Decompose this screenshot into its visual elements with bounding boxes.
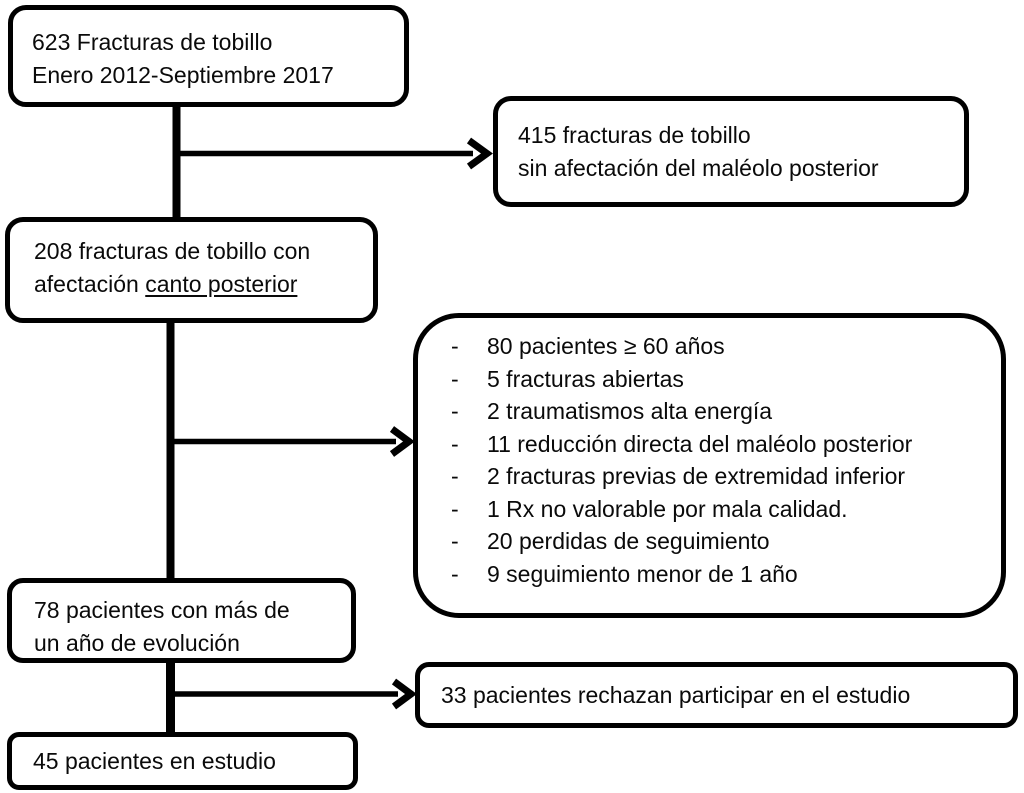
node-refused-participation: 33 pacientes rechazan participar en el e… [415, 662, 1018, 728]
exclusion-bullet: - [451, 333, 459, 359]
exclusion-item-label: 9 seguimiento menor de 1 año [487, 560, 798, 587]
exclusion-item: - 2 fracturas previas de extremidad infe… [418, 460, 1001, 493]
node-total-fractures: 623 Fracturas de tobillo Enero 2012-Sept… [8, 5, 409, 107]
exclusion-item-label: 11 reducción directa del maléolo posteri… [487, 430, 913, 457]
exclusion-bullet: - [451, 365, 459, 392]
exclusion-bullet: - [451, 463, 459, 489]
node-excluded-no-posterior: 415 fracturas de tobillo sin afectación … [493, 96, 969, 207]
exclusion-item: - 5 fracturas abiertas [418, 363, 1001, 396]
node-total-line2: Enero 2012-Septiembre 2017 [32, 62, 334, 88]
exclusion-item-label: 2 traumatismos alta energía [487, 398, 773, 424]
exclusion-bullet: - [451, 528, 459, 554]
exclusion-item: - 20 perdidas de seguimiento [418, 525, 1001, 558]
arrow-to-exclusions [171, 426, 415, 457]
exclusion-bullet: - [451, 398, 459, 424]
node-posterior-line1: 208 fracturas de tobillo con [34, 238, 311, 264]
node-final-label: 45 pacientes en estudio [33, 747, 276, 774]
exclusion-item: - 9 seguimiento menor de 1 año [418, 558, 1001, 591]
node-one-year-line2: un año de evolución [34, 630, 240, 656]
node-posterior-line2: afectación canto posterior [34, 268, 373, 301]
node-refused-label: 33 pacientes rechazan participar en el e… [441, 681, 911, 708]
connector-total-to-posterior [172, 104, 181, 220]
connector-oneyear-to-final [166, 660, 175, 734]
node-excluded-no-posterior-line1: 415 fracturas de tobillo [518, 122, 751, 148]
exclusion-item: - 1 Rx no valorable por mala calidad. [418, 493, 1001, 526]
exclusion-item: - 80 pacientes ≥ 60 años [418, 330, 1001, 363]
exclusion-item-label: 80 pacientes ≥ 60 años [487, 333, 725, 359]
exclusion-item-label: 1 Rx no valorable por mala calidad. [487, 495, 848, 522]
node-posterior-line2-prefix: afectación [34, 271, 146, 297]
exclusion-item: - 11 reducción directa del maléolo poste… [418, 428, 1001, 461]
node-posterior-involvement: 208 fracturas de tobillo con afectación … [5, 217, 378, 323]
node-one-year-line1: 78 pacientes con más de [34, 597, 290, 623]
exclusion-bullet: - [451, 560, 459, 587]
exclusion-item-label: 20 perdidas de seguimiento [487, 528, 770, 554]
arrow-to-no-posterior [177, 137, 493, 170]
exclusion-bullet: - [451, 430, 459, 457]
node-posterior-line2-underlined: canto posterior [145, 271, 298, 297]
exclusion-item-label: 2 fracturas previas de extremidad inferi… [487, 463, 906, 489]
node-one-year-followup: 78 pacientes con más de un año de evoluc… [7, 578, 356, 663]
node-excluded-no-posterior-line2: sin afectación del maléolo posterior [518, 155, 879, 181]
node-exclusion-list: - 80 pacientes ≥ 60 años - 5 fracturas a… [413, 313, 1006, 618]
arrow-to-refused [171, 678, 417, 710]
connector-posterior-to-oneyear [166, 320, 175, 580]
exclusion-item-label: 5 fracturas abiertas [487, 365, 684, 392]
node-total-line1: 623 Fracturas de tobillo [32, 29, 273, 55]
exclusion-item: - 2 traumatismos alta energía [418, 395, 1001, 428]
exclusion-bullet: - [451, 495, 459, 522]
node-final-cohort: 45 pacientes en estudio [7, 732, 358, 790]
